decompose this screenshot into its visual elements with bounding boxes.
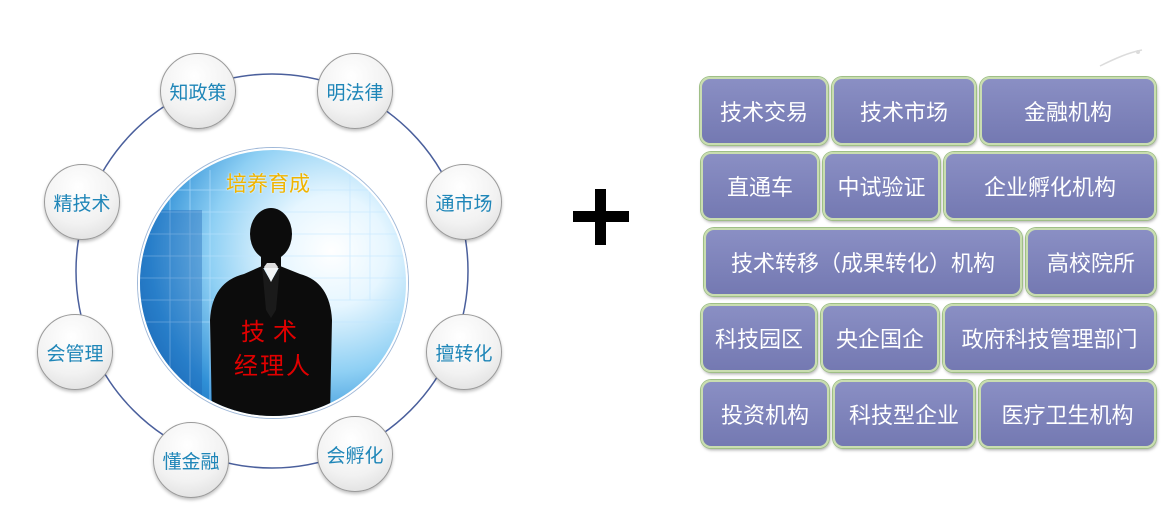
skill-node-law: 明法律	[317, 53, 393, 129]
tag-through-train: 直通车	[701, 152, 819, 220]
tag-financial-institutions: 金融机构	[980, 77, 1156, 145]
background-grid	[140, 170, 406, 416]
tag-tech-trading: 技术交易	[700, 77, 828, 145]
center-label-line1: 技术	[241, 318, 305, 346]
skill-node-technology: 精技术	[44, 164, 120, 240]
skill-node-incubation: 会孵化	[317, 416, 393, 492]
tag-government-departments: 政府科技管理部门	[943, 304, 1156, 372]
tag-universities-institutes: 高校院所	[1026, 228, 1156, 296]
skill-node-market: 通市场	[426, 164, 502, 240]
tag-investment-institutions: 投资机构	[701, 380, 829, 448]
tag-tech-market: 技术市场	[832, 77, 976, 145]
person-silhouette-icon	[210, 208, 332, 416]
tag-state-enterprises: 央企国企	[821, 304, 939, 372]
skill-node-finance: 懂金融	[153, 422, 229, 498]
plus-icon	[573, 189, 629, 245]
tag-tech-transfer-institutions: 技术转移（成果转化）机构	[704, 228, 1022, 296]
tag-incubation-institutions: 企业孵化机构	[944, 152, 1156, 220]
skill-node-transfer: 擅转化	[426, 314, 502, 390]
skill-node-policy: 知政策	[160, 53, 236, 129]
tag-medical-institutions: 医疗卫生机构	[979, 380, 1156, 448]
tag-tech-enterprises: 科技型企业	[833, 380, 975, 448]
tag-science-parks: 科技园区	[701, 304, 817, 372]
tag-pilot-verification: 中试验证	[823, 152, 940, 220]
center-label-line2: 经理人	[234, 352, 312, 380]
skill-node-management: 会管理	[37, 314, 113, 390]
decorative-sparkle-icon	[1099, 49, 1143, 67]
center-title: 培养育成	[226, 172, 310, 196]
center-circle: 培养育成 技术 经理人	[138, 148, 408, 418]
